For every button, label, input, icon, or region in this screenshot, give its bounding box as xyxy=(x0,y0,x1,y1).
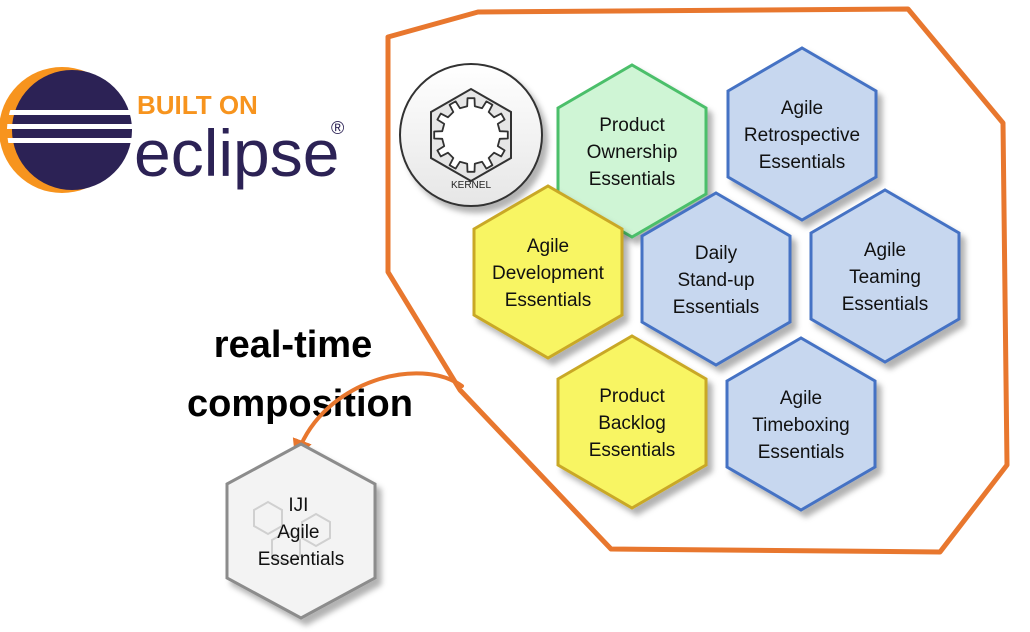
practice-label-line: Development xyxy=(492,263,605,284)
practice-label-line: Timeboxing xyxy=(752,415,850,436)
practice-label-line: Backlog xyxy=(598,413,666,434)
practice-label-line: Agile xyxy=(527,236,569,257)
practice-hexagon xyxy=(556,334,708,510)
practice-label-line: Essentials xyxy=(842,294,929,315)
practice-label-line: Essentials xyxy=(759,152,846,173)
practice-hexagon xyxy=(640,191,792,367)
logo-globe-stripes xyxy=(7,110,133,143)
practice-label-line: Essentials xyxy=(589,169,676,190)
practice-label-line: Agile xyxy=(781,98,823,119)
practice-label-line: Agile xyxy=(780,388,822,409)
composition-arrow xyxy=(292,371,464,460)
built-on-eclipse-logo: BUILT ON eclipse ® xyxy=(0,67,344,193)
logo-built-on-text: BUILT ON xyxy=(137,90,258,120)
logo-eclipse-text: eclipse xyxy=(134,116,339,190)
iji-agile-essentials-label: IJI Agile Essentials xyxy=(258,495,345,570)
practice-label-line: Teaming xyxy=(849,267,921,288)
practice-hexagon xyxy=(472,184,624,360)
practice-label-line: Agile xyxy=(864,240,906,261)
practice-label-line: Product xyxy=(599,115,665,136)
logo-registered-mark: ® xyxy=(331,118,344,138)
practice-label-line: Product xyxy=(599,386,665,407)
practice-label-line: Essentials xyxy=(505,290,592,311)
composition-label: real-time composition xyxy=(187,324,413,425)
practice-hexagon xyxy=(726,46,878,222)
practice-label-line: Stand-up xyxy=(677,270,754,291)
practice-hexagon xyxy=(809,188,961,364)
composition-label-line-1: real-time xyxy=(214,324,372,366)
practice-label-line: Daily xyxy=(695,243,738,264)
composition-label-line-2: composition xyxy=(187,383,413,425)
practice-label-line: Retrospective xyxy=(744,125,860,146)
practice-label-line: Essentials xyxy=(589,440,676,461)
kernel: KERNEL xyxy=(399,63,543,207)
iji-label-line-1: IJI xyxy=(288,495,308,516)
iji-watermark-hexagons xyxy=(253,500,331,566)
practice-hexagon xyxy=(725,336,877,512)
practice-label-line: Essentials xyxy=(673,297,760,318)
kernel-label: KERNEL xyxy=(451,180,491,191)
practice-library-outline xyxy=(385,6,1010,555)
practice-label-line: Ownership xyxy=(587,142,678,163)
iji-agile-essentials: IJI Agile Essentials xyxy=(225,442,377,620)
logo-globe xyxy=(12,70,132,190)
kernel-gear-icon xyxy=(433,97,509,173)
iji-label-line-2: Agile xyxy=(277,522,319,543)
practice-label-line: Essentials xyxy=(758,442,845,463)
iji-label-line-3: Essentials xyxy=(258,549,345,570)
